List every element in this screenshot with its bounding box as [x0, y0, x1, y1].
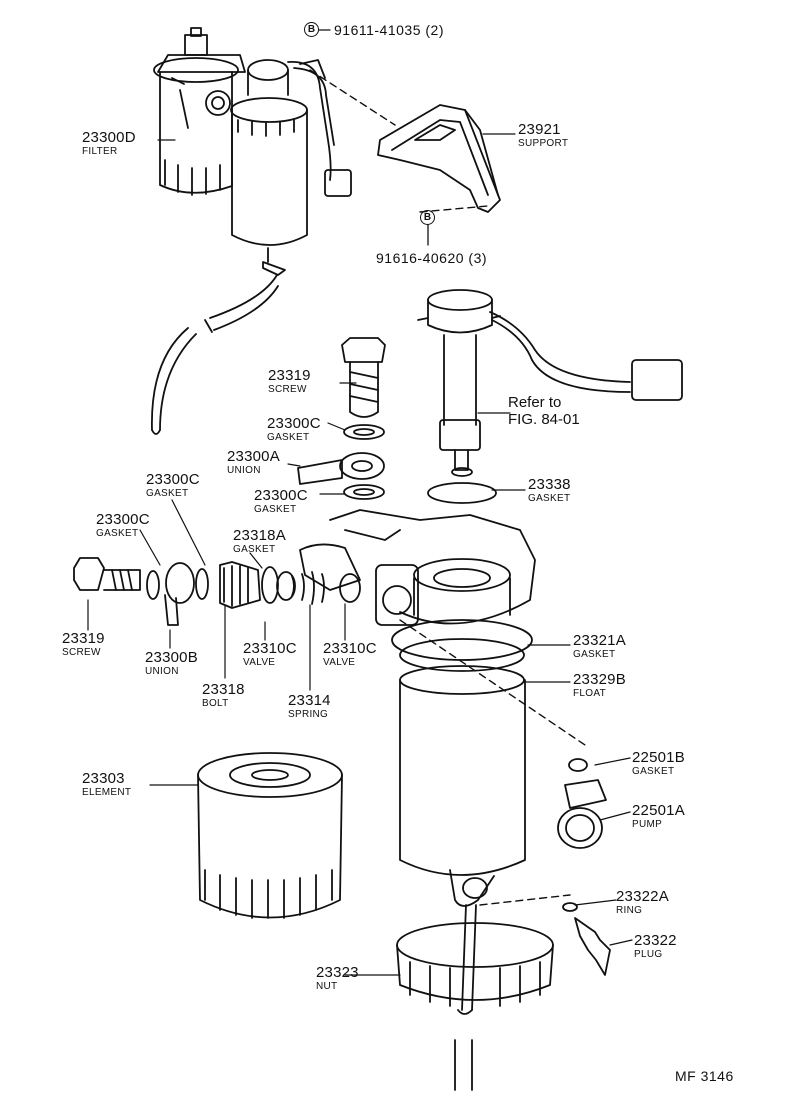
reference-line-1: Refer to — [508, 394, 562, 411]
part-callout-valve-2[interactable]: 23310C VALVE — [323, 641, 377, 668]
part-number: 23310C — [323, 640, 377, 657]
part-number: 23318A — [233, 527, 286, 544]
part-callout-float[interactable]: 23329B FLOAT — [573, 672, 626, 699]
part-name: GASKET — [528, 493, 571, 504]
part-callout-gasket-left-1[interactable]: 23300C GASKET — [146, 472, 200, 499]
part-callout-gasket-22501b[interactable]: 22501B GASKET — [632, 750, 685, 777]
part-name: SUPPORT — [518, 138, 569, 149]
label-leader-lines — [87, 133, 633, 976]
part-callout-gasket-23321a[interactable]: 23321A GASKET — [573, 633, 626, 660]
fastener-top-marker: B — [304, 22, 319, 37]
part-callout-support[interactable]: 23921 SUPPORT — [518, 122, 568, 149]
part-number: 23323 — [316, 964, 359, 981]
reference-figure-link[interactable]: FIG. 84-01 — [508, 411, 580, 428]
part-name: SCREW — [62, 647, 101, 658]
part-name: VALVE — [323, 657, 356, 668]
part-number: 23921 — [518, 121, 561, 138]
sensor-illustration — [417, 289, 683, 477]
part-name: SCREW — [268, 384, 307, 395]
part-name: ELEMENT — [82, 787, 132, 798]
part-name: GASKET — [233, 544, 276, 555]
part-number: 23314 — [288, 692, 331, 709]
part-number: 23300C — [146, 471, 200, 488]
part-callout-gasket-23338[interactable]: 23338 GASKET — [528, 477, 571, 504]
part-name: FILTER — [82, 146, 118, 157]
part-callout-gasket-23318a[interactable]: 23318A GASKET — [233, 528, 286, 555]
part-number: 23300C — [96, 511, 150, 528]
pump-plug-illustration — [557, 758, 611, 976]
part-name: PUMP — [632, 819, 663, 830]
part-name: UNION — [227, 465, 261, 476]
part-name: GASKET — [146, 488, 189, 499]
part-name: PLUG — [634, 949, 663, 960]
part-name: SPRING — [288, 709, 329, 720]
part-callout-ring[interactable]: 23322A RING — [616, 889, 669, 916]
part-number: 23321A — [573, 632, 626, 649]
part-callout-gasket-left-2[interactable]: 23300C GASKET — [96, 512, 150, 539]
filter-housing-illustration — [299, 509, 536, 1091]
part-name: GASKET — [96, 528, 139, 539]
part-callout-nut[interactable]: 23323 NUT — [316, 965, 359, 992]
part-name: UNION — [145, 666, 179, 677]
part-callout-union-top[interactable]: 23300A UNION — [227, 449, 280, 476]
part-number: 23310C — [243, 640, 297, 657]
part-callout-screw-left[interactable]: 23319 SCREW — [62, 631, 105, 658]
part-callout-plug[interactable]: 23322 PLUG — [634, 933, 677, 960]
part-callout-bolt[interactable]: 23318 BOLT — [202, 682, 245, 709]
part-name: GASKET — [573, 649, 616, 660]
diagram-code: MF 3146 — [675, 1068, 734, 1084]
part-number: 22501B — [632, 749, 685, 766]
part-number: 23322A — [616, 888, 669, 905]
upper-fitting-illustration — [297, 337, 497, 504]
part-name: NUT — [316, 981, 338, 992]
fastener-bottom-marker: B — [420, 210, 435, 225]
filter-assembly-illustration — [151, 27, 352, 435]
part-callout-union-left[interactable]: 23300B UNION — [145, 650, 198, 677]
nut-illustration — [396, 922, 554, 1007]
part-callout-valve-1[interactable]: 23310C VALVE — [243, 641, 297, 668]
part-name: VALVE — [243, 657, 276, 668]
part-callout-screw-top[interactable]: 23319 SCREW — [268, 368, 311, 395]
part-callout-filter[interactable]: 23300D FILTER — [82, 130, 136, 157]
fastener-top-part-number[interactable]: 91611-41035 (2) — [334, 22, 444, 38]
part-name: GASKET — [632, 766, 675, 777]
part-number: 23318 — [202, 681, 245, 698]
part-number: 23300B — [145, 649, 198, 666]
part-number: 23300C — [267, 415, 321, 432]
part-number: 23338 — [528, 476, 571, 493]
left-fitting-stack-illustration — [73, 557, 361, 626]
part-name: GASKET — [267, 432, 310, 443]
part-name: GASKET — [254, 504, 297, 515]
part-name: BOLT — [202, 698, 229, 709]
part-callout-gasket-top[interactable]: 23300C GASKET — [267, 416, 321, 443]
part-callout-element[interactable]: 23303 ELEMENT — [82, 771, 131, 798]
part-number: 23319 — [268, 367, 311, 384]
part-number: 23322 — [634, 932, 677, 949]
part-callout-pump[interactable]: 22501A PUMP — [632, 803, 685, 830]
part-number: 23300D — [82, 129, 136, 146]
part-number: 23329B — [573, 671, 626, 688]
support-bracket-illustration — [377, 104, 501, 213]
element-illustration — [197, 752, 343, 919]
part-callout-spring[interactable]: 23314 SPRING — [288, 693, 331, 720]
part-number: 23300A — [227, 448, 280, 465]
part-callout-gasket-mid[interactable]: 23300C GASKET — [254, 488, 308, 515]
part-number: 23300C — [254, 487, 308, 504]
part-number: 23303 — [82, 770, 125, 787]
part-number: 22501A — [632, 802, 685, 819]
fastener-bottom-part-number[interactable]: 91616-40620 (3) — [376, 250, 488, 266]
part-name: RING — [616, 905, 643, 916]
part-number: 23319 — [62, 630, 105, 647]
part-name: FLOAT — [573, 688, 606, 699]
